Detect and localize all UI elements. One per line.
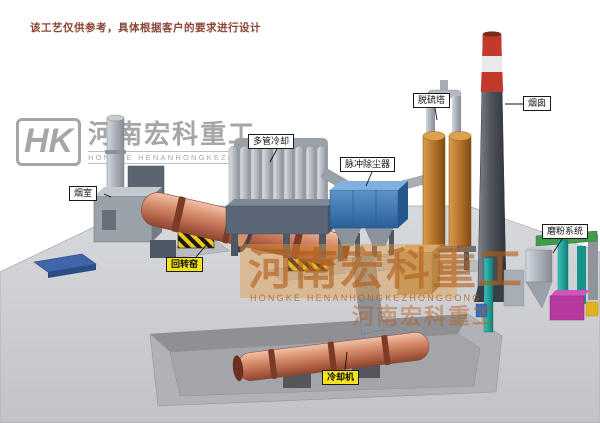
kiln-head-chute xyxy=(335,245,440,335)
multi-tube-cooler xyxy=(225,138,351,258)
cyclone xyxy=(525,249,553,283)
label-grinding-system: 磨粉系统 xyxy=(542,224,589,240)
watermark-highlight xyxy=(240,244,457,298)
chimney-base-equipment xyxy=(475,257,525,333)
chimney xyxy=(474,31,510,302)
label-cooling-machine: 冷却机 xyxy=(322,370,360,386)
label-pulse-dust-collector: 脉冲除尘器 xyxy=(340,157,396,173)
label-rotary-kiln: 回转窑 xyxy=(166,257,204,273)
mill-unit xyxy=(549,295,585,321)
teal-pipe xyxy=(483,257,494,333)
label-chimney: 烟囱 xyxy=(523,96,552,112)
cooling-machine xyxy=(232,332,430,388)
watermark-company-en: HONGKE HENANHONGKEZHONGGONG xyxy=(250,293,482,303)
label-desulfurization-tower: 脱硫塔 xyxy=(413,93,451,109)
logo-monogram: HK xyxy=(16,118,82,166)
watermark-company-cn-secondary: 河南宏科重工 xyxy=(352,304,497,329)
disclaimer-text: 该工艺仅供参考，具体根据客户的要求进行设计 xyxy=(30,22,261,34)
kiln-drive-unit xyxy=(150,240,176,258)
label-multi-tube-cooler: 多管冷却 xyxy=(248,134,295,150)
logo-company-name-en: HONGKE HENANHONGKEZHONGGONG xyxy=(88,150,291,164)
watermark-company-cn: 河南宏科重工 xyxy=(248,245,524,294)
label-smoke-chamber: 烟室 xyxy=(69,186,98,202)
